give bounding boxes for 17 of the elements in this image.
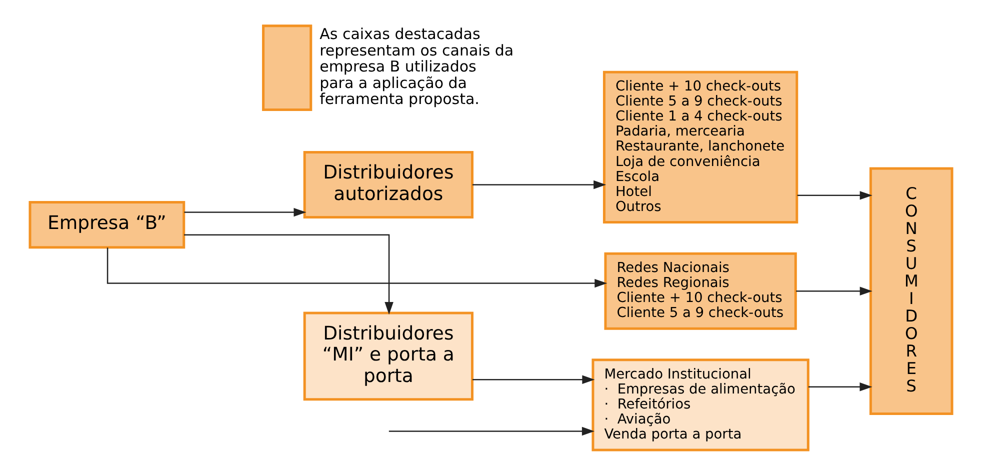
- arrow: [184, 234, 393, 314]
- legend-label: As caixas destacadas representam os canais da empresa B utilizados para a aplicação da ferramenta proposta.: [319, 24, 514, 108]
- node-box: Distribuidores “MI” e porta a porta: [302, 311, 473, 400]
- node-box: Empresa “B”: [28, 200, 185, 248]
- node-box: Mercado Institucional · Empresas de alimentação · Refeitórios · Aviação Venda porta a porta: [591, 358, 809, 451]
- arrow: [472, 374, 594, 384]
- arrow: [796, 190, 872, 200]
- arrow: [796, 286, 872, 295]
- arrow: [106, 247, 607, 288]
- node-box: CONSUMIDORES: [868, 166, 953, 414]
- node-box: Cliente + 10 check-outs Cliente 5 a 9 check-outs Cliente 1 a 4 check-outs Padaria, mercearia Restaurante, lanchonete Loja de conveniência Escola Hotel Outros: [602, 70, 798, 224]
- arrow: [472, 180, 606, 189]
- node-box: Distribuidores autorizados: [302, 150, 473, 218]
- arrow: [808, 382, 872, 391]
- arrow: [184, 207, 306, 216]
- arrow: [388, 426, 594, 436]
- node-box: Redes Nacionais Redes Regionais Cliente + 10 check-outs Cliente 5 a 9 check-outs: [604, 252, 796, 330]
